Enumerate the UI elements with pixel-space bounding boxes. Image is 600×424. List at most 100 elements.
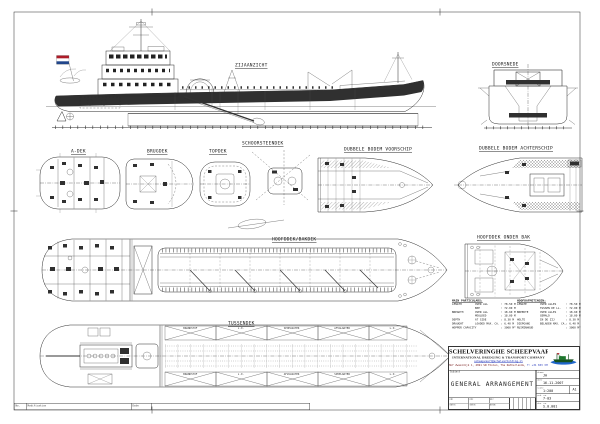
dutch-flag — [56, 55, 74, 82]
title-block: SCHELVERINGHE SCHEEPVAART BV INTERNATION… — [448, 346, 580, 410]
company-email[interactable]: scheepvaart@schelverholding.nl — [474, 360, 523, 363]
revision-modification-header: Modification — [27, 403, 132, 410]
a-deck-plan — [36, 153, 121, 213]
tank-label: L.O. — [389, 327, 396, 330]
label-main-deck: HOOFDDEK/BAKDEK — [272, 237, 317, 243]
signature-row: nm:date: nm:date: nm:date: — [449, 398, 536, 409]
main-mast — [109, 19, 171, 52]
tween-tank-labels-bottom: BRANDSTOF L.O. AFVALWATER SPOELWATER L.O. — [165, 373, 396, 380]
rudder — [56, 110, 67, 122]
tank-label: AFVALWATER — [334, 327, 350, 330]
address-text: Hof Zwaaldijk 1, 4691 SN Tholen, The Net… — [449, 364, 526, 367]
subject-label: Subject — [450, 371, 461, 374]
fore-mast — [383, 52, 413, 83]
revision-empty — [152, 404, 310, 410]
top-deck-plan — [199, 161, 251, 207]
particulars-row: BPP: 72.00 M — [475, 306, 516, 310]
drawing-title: GENERAL ARRANGEMENT — [449, 371, 536, 398]
suction-gantry — [185, 69, 241, 94]
company-address: Hof Zwaaldijk 1, 4691 SN Tholen, The Net… — [449, 364, 548, 367]
suction-pipe — [183, 88, 265, 126]
revision-no-header: No. — [15, 403, 27, 410]
tank-label: BRANDSTOF — [183, 373, 198, 376]
tank-label: L.O. — [237, 327, 245, 330]
superstructure — [97, 46, 179, 97]
hopper-booms — [189, 269, 379, 292]
tank-label: BRANDSTOF — [183, 327, 198, 330]
main-deck-under-fc-plan — [464, 243, 564, 299]
sheet-frame — [10, 8, 584, 414]
main-engine — [79, 344, 133, 368]
funnel-deck-plan — [251, 150, 311, 205]
logo-flag — [556, 353, 560, 355]
tank-label: AFVALWATER — [283, 373, 300, 376]
tank-label: L.O. — [237, 373, 245, 376]
label-double-bottom-fore: DUBBELE BODEM VOORSCHIP — [344, 147, 413, 153]
cross-section-drawing — [478, 64, 578, 130]
particulars-row: RUIMINHOUD: 3000 M³ — [517, 326, 581, 330]
field-order-no: ord. no.7-03 — [536, 393, 579, 402]
tank-label: SPOELWATER — [334, 373, 350, 376]
class-notation: CLASS NOTATION: LLOYD'S REGISTER ✠ 100 A… — [452, 337, 580, 350]
label-tween-deck: TUSSENDEK — [228, 321, 255, 327]
label-main-deck-under-fc: HOOFDDEK ONDER BAK — [477, 235, 531, 241]
double-bottom-aft-plan — [454, 157, 583, 213]
side-view-drawing — [46, 19, 436, 129]
label-a-deck: A-DEK — [71, 149, 86, 155]
hull-dark-band — [54, 80, 424, 107]
company-header: SCHELVERINGHE SCHEEPVAART BV INTERNATION… — [449, 347, 548, 370]
tank-label: L.O. — [389, 373, 396, 376]
double-bottom-fore-plan — [317, 157, 434, 213]
particulars-title-en: MAIN PARTICULARS: — [452, 299, 483, 303]
logo-hull — [553, 359, 574, 363]
revision-strip: No. Modification Date — [14, 403, 310, 410]
revision-boxes — [509, 398, 536, 409]
particulars-row: HOPPER CAPACITY: 3000 M³ — [452, 326, 516, 330]
label-bridge-deck: BRUGDEK — [147, 149, 168, 155]
deck-crane — [307, 69, 353, 89]
company-subtitle: INTERNATIONAL DREDGING & TRANSPORT COMPA… — [452, 356, 545, 360]
label-top-deck: TOPDEK — [209, 149, 227, 155]
main-deck-plan — [41, 218, 448, 302]
particulars-title-nl: HOOFDAFMETINGEN: — [517, 299, 546, 303]
label-cross-section: DOORSNEDE — [492, 62, 519, 68]
revision-date-header: Date — [132, 403, 152, 410]
label-side-view: ZIJAANZICHT — [235, 63, 268, 69]
label-double-bottom-aft: DUBBELE BODEM ACHTERSCHIP — [479, 146, 553, 152]
tank-label: SPOELWATER — [283, 327, 300, 330]
company-name: SCHELVERINGHE SCHEEPVAART BV — [449, 348, 548, 355]
radar — [136, 22, 146, 26]
engine-dashed — [79, 96, 121, 109]
bridge-deck-plan — [125, 158, 194, 210]
shore-pipeline-truss — [127, 113, 419, 127]
logo-superstructure — [558, 356, 566, 360]
particulars-row: GEMALD: 18.00 M — [540, 314, 581, 318]
drag-head-stowed — [237, 218, 267, 230]
tween-tank-labels-top: BRANDSTOF L.O. SPOELWATER AFVALWATER L.O. — [165, 327, 396, 334]
phone-text: T: +31 653 376 361 F: +31 113 376 316 — [527, 364, 548, 367]
tween-tanks-top — [164, 325, 408, 341]
company-logo — [548, 347, 579, 370]
particulars-row: MOULDED: 18.00 M — [475, 314, 516, 318]
sheet-size: A1 — [569, 386, 580, 394]
sign-cell: nm:date: — [489, 398, 510, 409]
label-funnel-deck: SCHOORSTEENDEK — [242, 141, 284, 147]
lifeboat — [59, 68, 87, 84]
drag-head — [252, 117, 265, 126]
